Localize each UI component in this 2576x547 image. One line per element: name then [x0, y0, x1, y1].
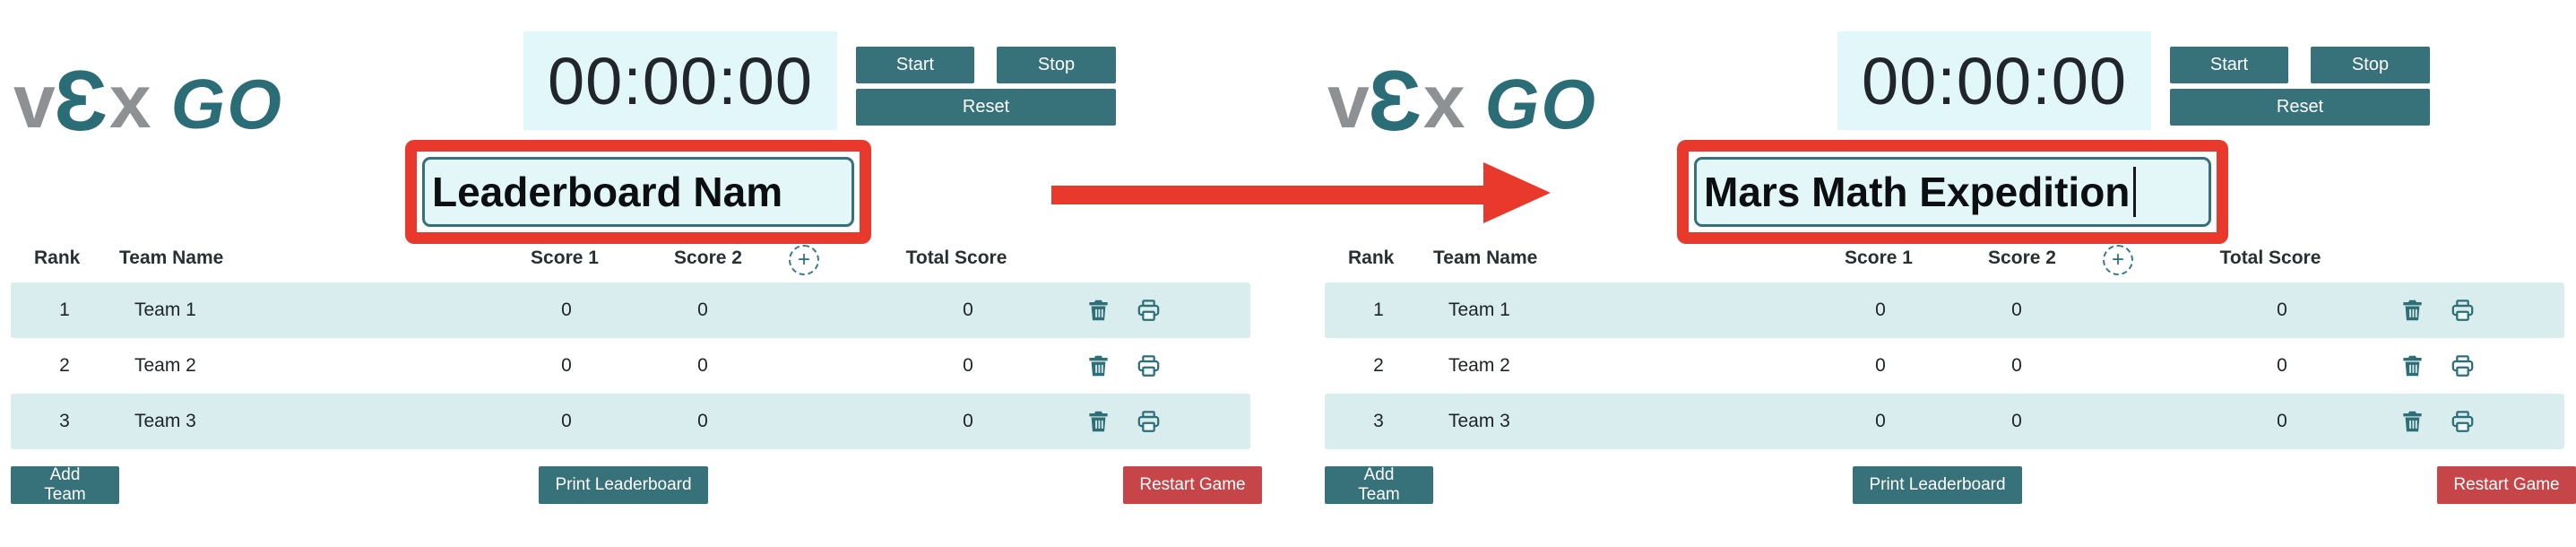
score1-value: 0 — [1875, 355, 1886, 376]
rank-value: 3 — [59, 411, 70, 431]
printer-icon[interactable] — [1137, 354, 1161, 378]
trash-icon[interactable] — [1086, 354, 1111, 378]
header-total-score: Total Score — [905, 247, 1007, 268]
logo-letter-x: x — [108, 58, 151, 143]
vex-go-logo: v Ɛ x GO — [1327, 38, 1597, 149]
score2-value: 0 — [697, 300, 708, 320]
restart-game-button[interactable]: Restart Game — [1123, 466, 1262, 504]
score2-value: 0 — [697, 411, 708, 431]
table-row: 3 Team 3 0 0 0 — [1325, 394, 2564, 449]
table-row: 2 Team 2 0 0 0 — [1325, 338, 2564, 394]
header-rank: Rank — [1348, 247, 1395, 268]
leaderboard-name-input[interactable]: Leaderboard Nam — [422, 157, 854, 227]
leaderboard-name-value: Leaderboard Nam — [432, 169, 783, 215]
print-leaderboard-button[interactable]: Print Leaderboard — [1853, 466, 2022, 504]
total-score-value: 0 — [2277, 300, 2287, 320]
trash-icon[interactable] — [1086, 410, 1111, 434]
stop-button[interactable]: Stop — [997, 47, 1116, 83]
start-button[interactable]: Start — [856, 47, 974, 83]
printer-icon[interactable] — [2451, 410, 2475, 434]
team-name-value: Team 3 — [134, 411, 196, 431]
score2-value: 0 — [2011, 411, 2022, 431]
leaderboard-before: v Ɛ x GO 00:00:00 Start Stop Reset Leade… — [11, 31, 1262, 504]
leaderboard-name-input[interactable]: Mars Math Expedition — [1694, 157, 2211, 227]
header-score2: Score 2 — [1988, 247, 2056, 268]
start-button[interactable]: Start — [2170, 47, 2288, 83]
print-leaderboard-button[interactable]: Print Leaderboard — [539, 466, 708, 504]
team-name-value: Team 1 — [1448, 300, 1510, 320]
header-score1: Score 1 — [531, 247, 599, 268]
total-score-value: 0 — [963, 411, 973, 431]
logo-letter-x: x — [1422, 58, 1465, 143]
score1-value: 0 — [561, 355, 572, 376]
text-caret — [2133, 167, 2137, 217]
printer-icon[interactable] — [2451, 299, 2475, 323]
trash-icon[interactable] — [2400, 410, 2425, 434]
table-row: 2 Team 2 0 0 0 — [11, 338, 1250, 394]
logo-letter-v: v — [1327, 58, 1370, 143]
score2-value: 0 — [697, 355, 708, 376]
header-total-score: Total Score — [2219, 247, 2321, 268]
total-score-value: 0 — [2277, 411, 2287, 431]
trash-icon[interactable] — [2400, 299, 2425, 323]
table-row: 3 Team 3 0 0 0 — [11, 394, 1250, 449]
vex-go-logo: v Ɛ x GO — [13, 38, 283, 149]
team-name-value: Team 1 — [134, 300, 196, 320]
score2-value: 0 — [2011, 300, 2022, 320]
table-row: 1 Team 1 0 0 0 — [1325, 282, 2564, 338]
timer-display: 00:00:00 — [523, 31, 837, 130]
rank-value: 2 — [59, 355, 70, 376]
logo-letter-v: v — [13, 58, 56, 143]
rank-value: 3 — [1373, 411, 1384, 431]
table-row: 1 Team 1 0 0 0 — [11, 282, 1250, 338]
header-rank: Rank — [34, 247, 81, 268]
leaderboard-name-value: Mars Math Expedition — [1704, 169, 2131, 215]
reset-button[interactable]: Reset — [2170, 89, 2430, 126]
add-team-button[interactable]: Add Team — [1325, 465, 1433, 504]
timer-display: 00:00:00 — [1837, 31, 2151, 130]
annotation-highlight-box: Leaderboard Nam — [405, 140, 871, 244]
header-team-name: Team Name — [119, 247, 224, 268]
header-team-name: Team Name — [1433, 247, 1538, 268]
logo-letter-e: Ɛ — [1367, 52, 1422, 149]
logo-letter-e: Ɛ — [53, 52, 108, 149]
header-score2: Score 2 — [674, 247, 742, 268]
rank-value: 2 — [1373, 355, 1384, 376]
rank-value: 1 — [59, 300, 70, 320]
total-score-value: 0 — [963, 300, 973, 320]
total-score-value: 0 — [2277, 355, 2287, 376]
header-score1: Score 1 — [1845, 247, 1913, 268]
restart-game-button[interactable]: Restart Game — [2437, 466, 2576, 504]
trash-icon[interactable] — [1086, 299, 1111, 323]
printer-icon[interactable] — [1137, 299, 1161, 323]
annotation-highlight-box: Mars Math Expedition — [1677, 140, 2228, 244]
printer-icon[interactable] — [1137, 410, 1161, 434]
printer-icon[interactable] — [2451, 354, 2475, 378]
add-team-button[interactable]: Add Team — [11, 465, 119, 504]
plus-dashed-circle-icon[interactable]: + — [2103, 245, 2133, 275]
reset-button[interactable]: Reset — [856, 89, 1116, 126]
leaderboard-after: v Ɛ x GO 00:00:00 Start Stop Reset Mars … — [1314, 0, 2576, 547]
team-name-value: Team 2 — [1448, 355, 1510, 376]
total-score-value: 0 — [963, 355, 973, 376]
team-name-value: Team 3 — [1448, 411, 1510, 431]
score1-value: 0 — [1875, 411, 1886, 431]
rank-value: 1 — [1373, 300, 1384, 320]
plus-dashed-circle-icon[interactable]: + — [789, 245, 819, 275]
logo-go-text: GO — [170, 64, 283, 143]
stop-button[interactable]: Stop — [2311, 47, 2430, 83]
trash-icon[interactable] — [2400, 354, 2425, 378]
logo-go-text: GO — [1484, 64, 1597, 143]
score1-value: 0 — [1875, 300, 1886, 320]
team-name-value: Team 2 — [134, 355, 196, 376]
score1-value: 0 — [561, 300, 572, 320]
score1-value: 0 — [561, 411, 572, 431]
score2-value: 0 — [2011, 355, 2022, 376]
